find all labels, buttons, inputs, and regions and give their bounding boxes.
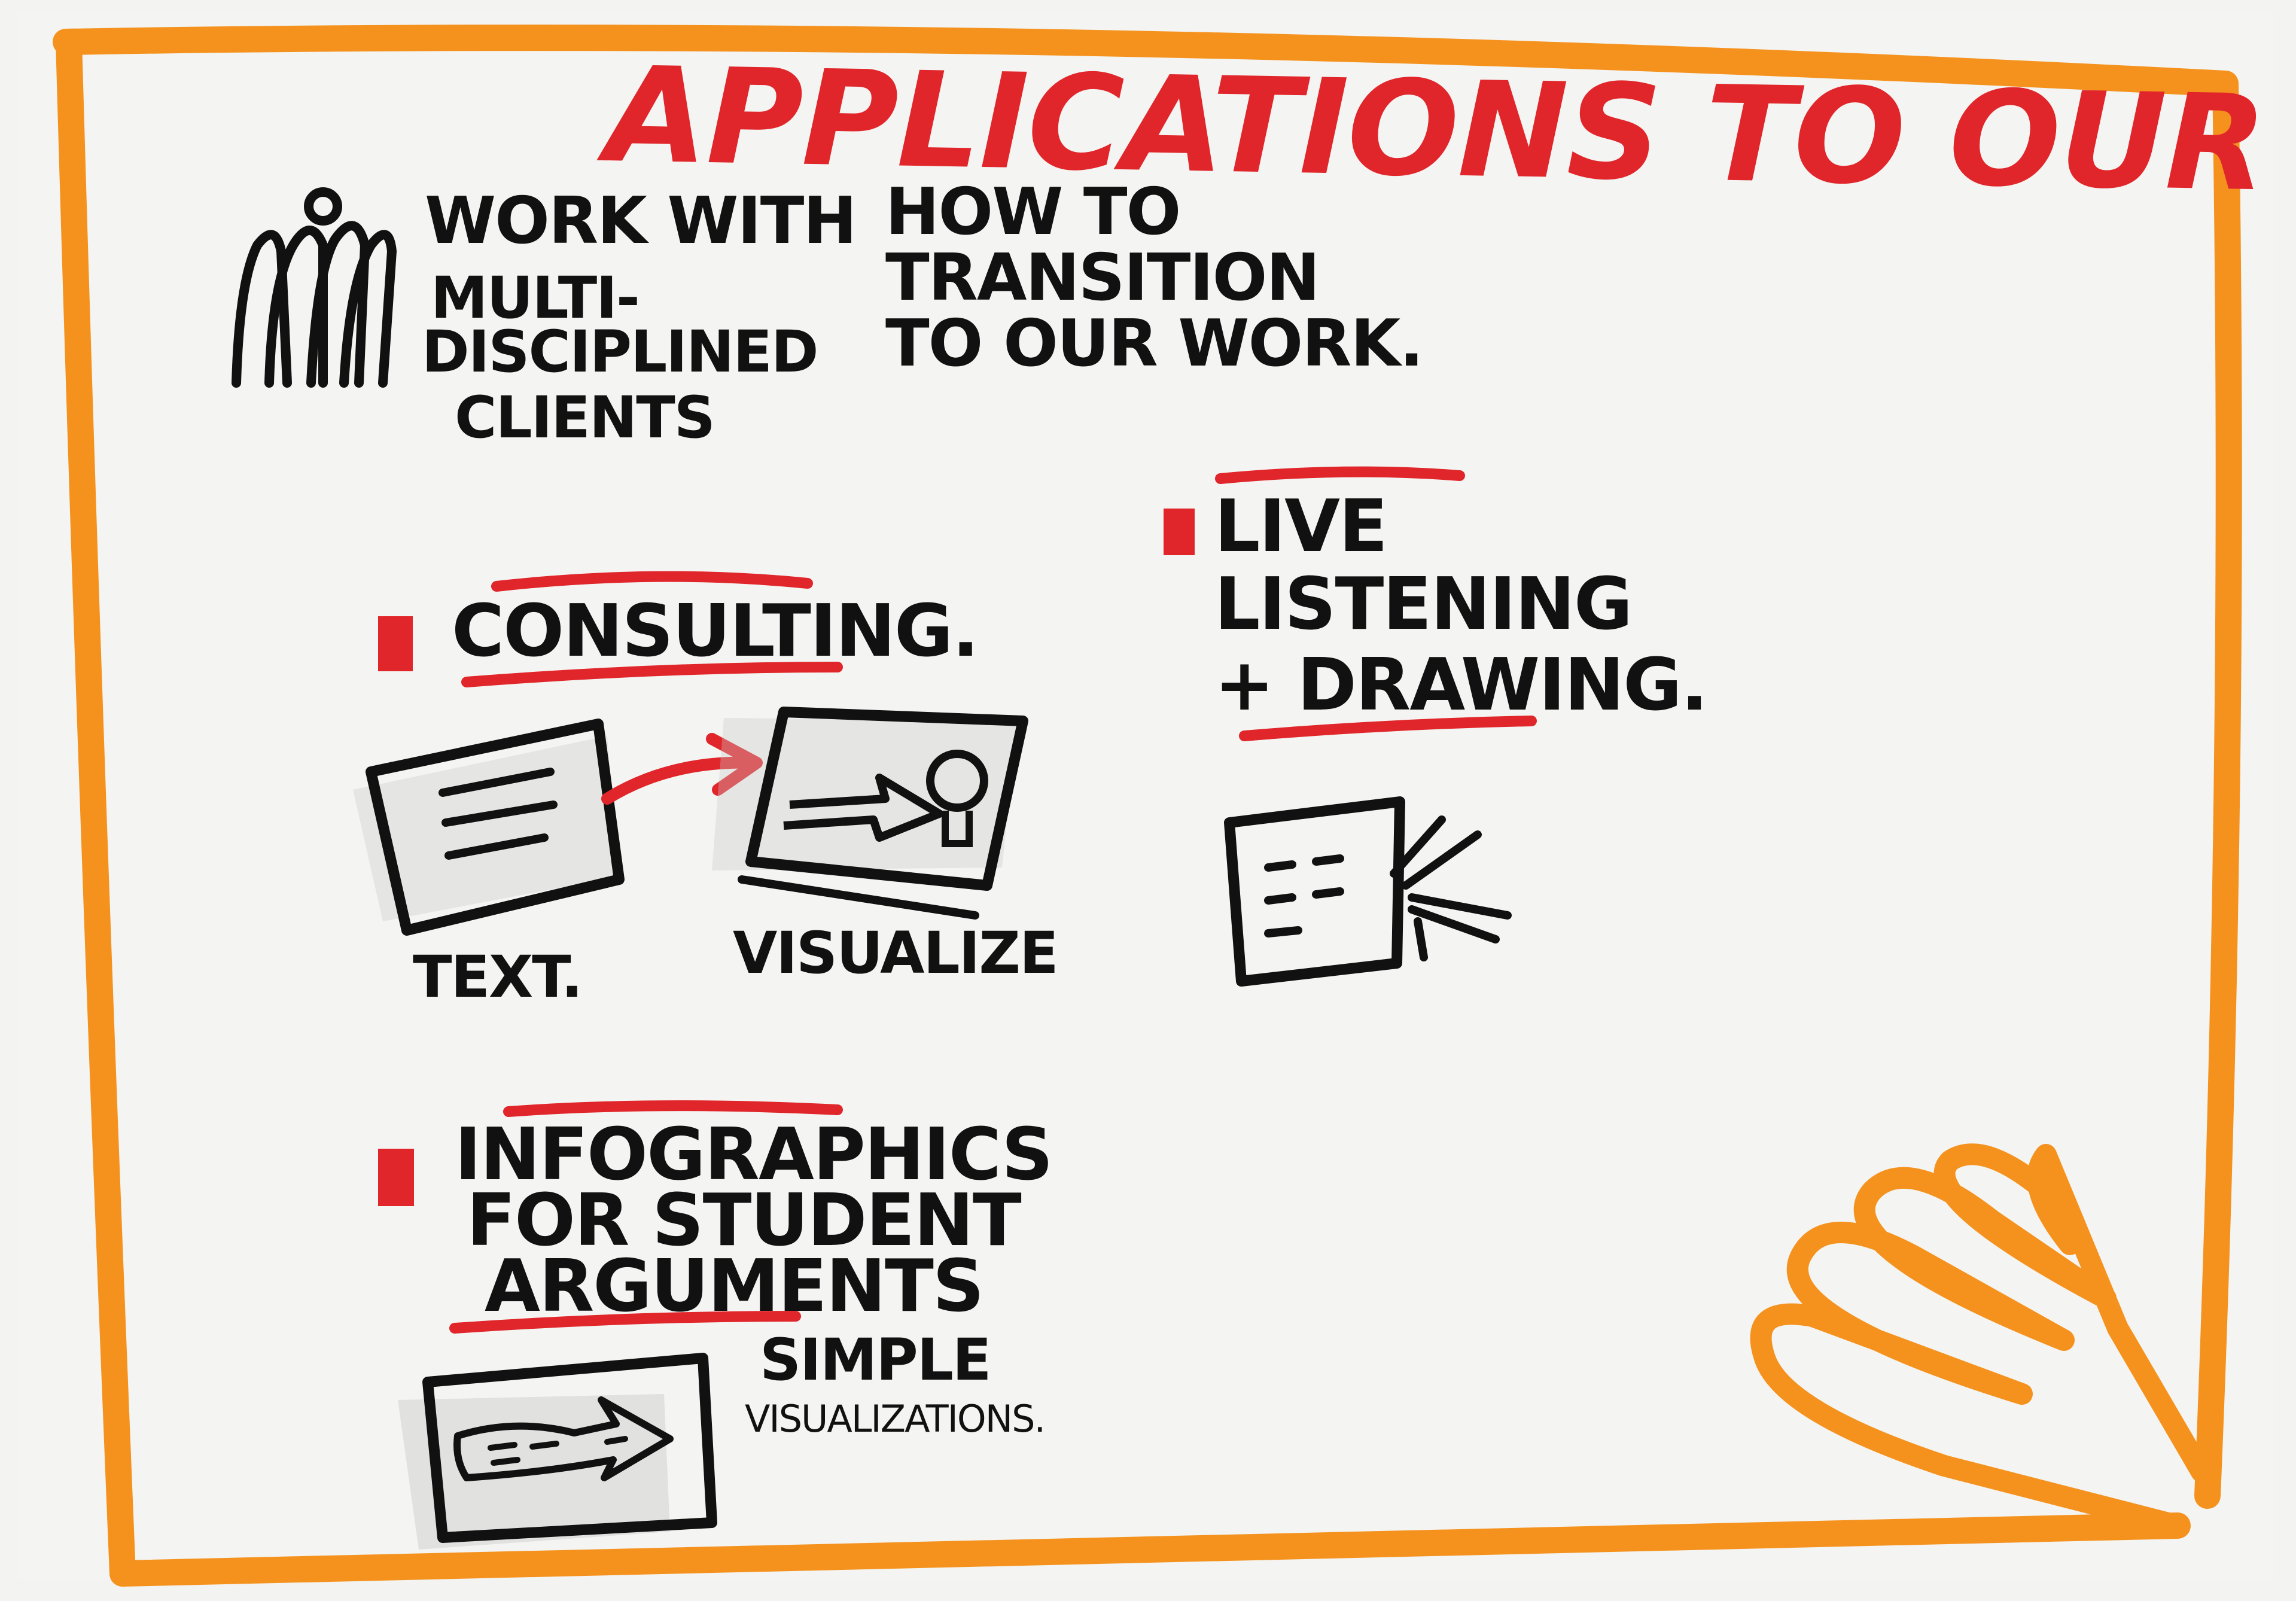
text-card-icon bbox=[353, 719, 625, 936]
infographics-line3: ARGUMENTS bbox=[485, 1245, 984, 1328]
red-arrow-icon bbox=[601, 733, 763, 805]
live-line2: LISTENING bbox=[1214, 563, 1633, 646]
orange-border bbox=[53, 25, 2242, 1587]
live-overline bbox=[1215, 466, 1465, 484]
infographics-line1: INFOGRAPHICS bbox=[455, 1113, 1053, 1197]
simple-line1: SIMPLE bbox=[760, 1326, 991, 1393]
border-right bbox=[2194, 71, 2242, 1509]
border-left bbox=[56, 29, 136, 1587]
work-with-line2: MULTI- bbox=[431, 264, 640, 331]
transition-line2: TRANSITION bbox=[885, 241, 1320, 315]
people-icon bbox=[232, 187, 397, 388]
visualize-label: VISUALIZE bbox=[733, 920, 1059, 987]
live-drawing-icon bbox=[1224, 796, 1512, 987]
red-underlines bbox=[449, 466, 1537, 1334]
bullet-consulting bbox=[378, 616, 413, 671]
text-label: TEXT. bbox=[413, 943, 583, 1010]
border-top bbox=[53, 25, 2239, 97]
border-bottom bbox=[109, 1512, 2191, 1587]
orange-hand-scribble bbox=[1750, 1143, 2212, 1536]
infographic-card-icon bbox=[398, 1353, 717, 1550]
consulting-heading: CONSULTING. bbox=[452, 590, 979, 673]
page-title: APPLICATIONS TO OUR WORK. bbox=[604, 38, 2296, 230]
infographics-overline bbox=[503, 1100, 843, 1117]
transition-line1: HOW TO bbox=[885, 175, 1181, 249]
bullet-infographics bbox=[378, 1149, 414, 1206]
live-line1: LIVE bbox=[1214, 485, 1388, 568]
simple-line2: VISUALIZATIONS. bbox=[745, 1397, 1046, 1441]
bullet-live bbox=[1164, 509, 1195, 555]
infographics-underline bbox=[449, 1311, 801, 1334]
transition-line3: TO OUR WORK. bbox=[885, 306, 1424, 381]
work-with-line3: DISCIPLINED bbox=[422, 318, 819, 385]
consulting-underline bbox=[461, 662, 843, 687]
live-underline bbox=[1239, 716, 1537, 741]
infographics-line2: FOR STUDENT bbox=[467, 1179, 1022, 1262]
drawing-hand-icon bbox=[1390, 815, 1512, 961]
visualize-card-icon bbox=[712, 707, 1028, 920]
work-with-line4: CLIENTS bbox=[455, 384, 715, 451]
live-line3: + DRAWING. bbox=[1214, 644, 1708, 727]
work-with-line1: WORK WITH bbox=[425, 184, 857, 258]
consulting-overline bbox=[491, 571, 813, 592]
